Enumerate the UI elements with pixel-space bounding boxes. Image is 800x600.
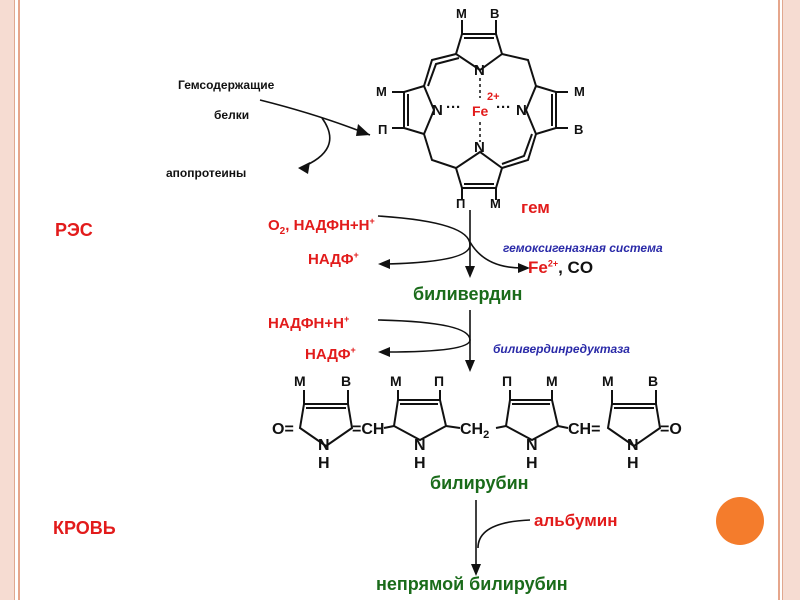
top-pyrrole-ring — [454, 33, 504, 72]
arrow-nadph-1 — [377, 215, 471, 265]
heme-sub-p-left: П — [378, 122, 387, 137]
bilirubin-o-left: O= — [272, 421, 294, 438]
left-border-line — [18, 0, 20, 600]
label-apoproteins: апопротеины — [166, 166, 247, 180]
bilirubin-n-2: N — [414, 437, 426, 454]
heme-n-left: N — [432, 102, 443, 119]
label-gemsoder-line2: белки — [214, 108, 250, 122]
heme-sub-m-right: М — [574, 84, 585, 99]
heme-n-top: N — [474, 62, 485, 79]
right-border-band — [782, 0, 800, 600]
heme-n-right: N — [516, 102, 527, 119]
label-indirect-bilirubin: непрямой билирубин — [376, 574, 568, 594]
label-res: РЭС — [55, 220, 93, 240]
right-border-line — [778, 0, 780, 600]
label-krov: КРОВЬ — [53, 518, 116, 538]
bottom-pyrrole-ring — [454, 150, 504, 189]
bilirubin-ch-3: CH= — [568, 421, 600, 438]
heme-sub-m-left: М — [376, 84, 387, 99]
heme-sub-m-bottom: М — [490, 196, 501, 211]
bilirubin-sub-5: П — [502, 373, 512, 389]
bilirubin-sub-4: П — [434, 373, 444, 389]
bilirubin-sub-7: М — [602, 373, 614, 389]
bilirubin-ch-1: =CH — [352, 421, 384, 438]
bilirubin-sub-2: В — [341, 373, 351, 389]
bilirubin-n-4: N — [627, 437, 639, 454]
label-bilirubin: билирубин — [430, 473, 529, 493]
bilirubin-h-4: H — [627, 455, 639, 472]
bilirubin-n-1: N — [318, 437, 330, 454]
bilirubin-sub-3: М — [390, 373, 402, 389]
bilirubin-sub-1: М — [294, 373, 306, 389]
orange-circle-decoration — [716, 497, 764, 545]
label-albumin: альбумин — [534, 511, 618, 530]
label-fe-co: Fe2+, CO — [528, 258, 594, 277]
bilirubin-sub-6: М — [546, 373, 558, 389]
label-nadfn-2: НАДФН+Н+ — [268, 314, 350, 332]
right-pyrrole-ring — [524, 84, 557, 136]
heme-fe: Fe — [472, 103, 489, 119]
heme-n-bottom: N — [474, 139, 485, 156]
arrow-albumin — [477, 519, 531, 549]
label-biliverdin: биливердин — [413, 284, 523, 304]
arrow-protein-to-heme — [259, 99, 371, 136]
label-hemoxygenase: гемоксигеназная система — [503, 241, 663, 255]
heme-sub-m-top: М — [456, 6, 467, 21]
bilirubin-skeleton — [298, 390, 662, 448]
heme-sub-b-top: В — [490, 6, 499, 21]
bilirubin-sub-8: В — [648, 373, 658, 389]
label-gemsoder-line1: Гемсодержащие — [178, 78, 275, 92]
bilirubin-o-right: =O — [660, 421, 682, 438]
left-border-band — [0, 0, 15, 600]
arrow-fe-co — [469, 241, 523, 269]
bilirubin-ch2: CH2 — [460, 421, 489, 441]
bilirubin-n-3: N — [526, 437, 538, 454]
bilirubin-h-3: H — [526, 455, 538, 472]
label-gem: гем — [521, 198, 550, 217]
arrow-apoprotein — [299, 117, 331, 169]
heme-sub-p-bottom: П — [456, 196, 465, 211]
bilirubin-h-2: H — [414, 455, 426, 472]
bilirubin-h-1: H — [318, 455, 330, 472]
heme-dots-left: ··· — [446, 99, 461, 116]
label-o2-nadfn: O2, НАДФН+Н+ — [268, 216, 375, 237]
heme-fe-charge: 2+ — [487, 91, 500, 103]
heme-dots-right: ··· — [496, 99, 511, 116]
heme-sub-b-right: В — [574, 122, 583, 137]
left-pyrrole-ring — [403, 84, 436, 136]
label-biliverdin-reductase: биливердинредуктаза — [493, 342, 630, 356]
label-nadf-2: НАДФ+ — [305, 345, 356, 363]
label-nadf-1: НАДФ+ — [308, 250, 359, 268]
arrow-nadph-2 — [377, 319, 471, 353]
